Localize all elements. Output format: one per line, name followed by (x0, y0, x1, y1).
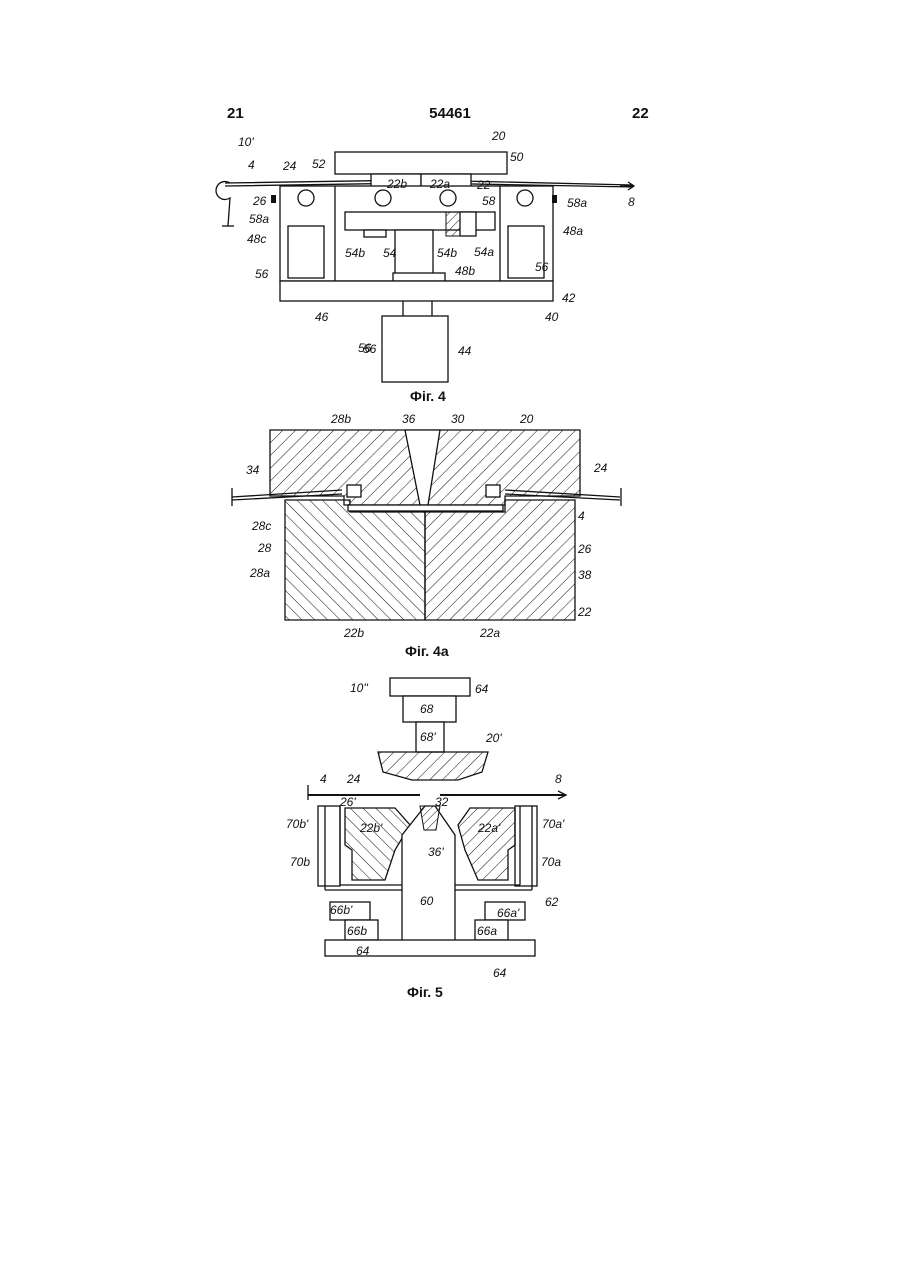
reference-label: 26' (339, 795, 356, 809)
reference-label: 24 (593, 461, 608, 475)
reference-label: 64 (356, 944, 370, 958)
reference-label: 30 (451, 412, 465, 426)
reference-label: 68' (420, 730, 436, 744)
reference-label: 54a (474, 245, 494, 259)
reference-label: 58a (567, 196, 587, 210)
figure-4a-caption: Фіг. 4а (405, 643, 449, 659)
reference-label: 24 (282, 159, 297, 173)
figure-4 (216, 152, 634, 382)
reference-label: 10'' (350, 681, 369, 695)
reference-label: 54 (383, 246, 397, 260)
reference-label: 28 (257, 541, 272, 555)
reference-label: 20 (519, 412, 534, 426)
reference-label: 28a (249, 566, 270, 580)
reference-label: 48b (455, 264, 475, 278)
reference-label: 44 (458, 344, 472, 358)
reference-label: 66b (347, 924, 367, 938)
reference-label: 70b' (286, 817, 309, 831)
reference-label: 46 (315, 310, 329, 324)
reference-label: 48c (247, 232, 266, 246)
reference-label: 54b (345, 246, 365, 260)
reference-label: 8 (555, 772, 562, 786)
reference-label: 68 (420, 702, 434, 716)
reference-label: 22 (476, 178, 491, 192)
reference-label: 38 (578, 568, 592, 582)
reference-label: 56 (363, 342, 377, 356)
figure-5-caption: Фіг. 5 (407, 984, 443, 1000)
reference-label: 4 (320, 772, 327, 786)
figure-4a (232, 430, 621, 620)
reference-label: 64 (493, 966, 507, 980)
reference-label: 32 (435, 795, 449, 809)
reference-label: 22a' (477, 821, 501, 835)
reference-label: 26 (252, 194, 267, 208)
reference-label: 36 (402, 412, 416, 426)
reference-label: 42 (562, 291, 576, 305)
reference-label: 40 (545, 310, 559, 324)
reference-label: 70b (290, 855, 310, 869)
reference-label: 50 (510, 150, 524, 164)
reference-label: 22 (577, 605, 592, 619)
reference-label: 22b (343, 626, 364, 640)
reference-label: 70a (541, 855, 561, 869)
reference-label: 62 (545, 895, 559, 909)
reference-label: 66b' (330, 903, 353, 917)
figure-4-caption: Фіг. 4 (410, 388, 446, 404)
reference-label: 66a' (497, 906, 520, 920)
reference-label: 28c (251, 519, 271, 533)
reference-label: 58a (249, 212, 269, 226)
reference-label: 34 (246, 463, 260, 477)
reference-label: 56 (255, 267, 269, 281)
reference-label: 52 (312, 157, 326, 171)
reference-label: 10' (238, 135, 254, 149)
reference-label: 4 (248, 158, 255, 172)
reference-label: 22b (386, 177, 407, 191)
reference-label: 22a (429, 177, 450, 191)
reference-label: 8 (628, 195, 635, 209)
reference-label: 22a (479, 626, 500, 640)
reference-label: 20' (485, 731, 502, 745)
reference-label: 54b (437, 246, 457, 260)
reference-label: 20 (491, 129, 506, 143)
reference-label: 36' (428, 845, 444, 859)
reference-label: 26 (577, 542, 592, 556)
reference-label: 22b' (359, 821, 383, 835)
reference-label: 24 (346, 772, 361, 786)
reference-label: 60 (420, 894, 434, 908)
reference-label: 48a (563, 224, 583, 238)
reference-label: 70a' (542, 817, 565, 831)
reference-label: 4 (578, 509, 585, 523)
reference-label: 66a (477, 924, 497, 938)
reference-label: 28b (330, 412, 351, 426)
reference-label: 58 (482, 194, 496, 208)
reference-label: 64 (475, 682, 489, 696)
reference-label: 56 (535, 260, 549, 274)
